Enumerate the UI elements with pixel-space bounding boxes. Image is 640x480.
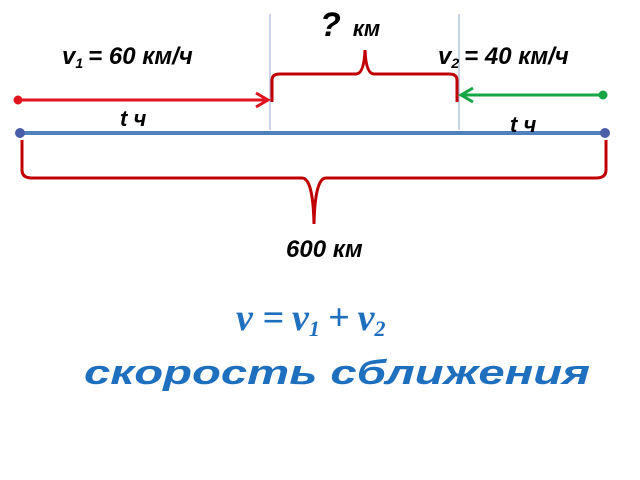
formula-term2: v xyxy=(358,297,376,339)
total-distance-label: 600 км xyxy=(286,236,363,263)
right-arrowhead xyxy=(458,86,474,104)
v1-subscript: 1 xyxy=(75,55,83,71)
unknown-gap-brace xyxy=(270,49,459,102)
v1-value: = 60 км/ч xyxy=(88,43,193,70)
time-label-left: t ч xyxy=(120,106,146,131)
formula-term1: v xyxy=(292,297,310,339)
route-start-point xyxy=(15,128,25,138)
formula-lhs: v = xyxy=(236,297,284,339)
unknown-distance-unit: км xyxy=(353,16,380,41)
total-distance-brace xyxy=(20,140,608,225)
v2-label: v2 = 40 км/ч xyxy=(438,43,569,71)
right-arrow-start-point xyxy=(598,90,608,100)
formula-term2-subscript: 2 xyxy=(373,316,385,341)
left-arrowhead xyxy=(255,91,271,109)
formula-plus: + xyxy=(328,297,350,339)
left-arrow-start-point xyxy=(13,95,23,105)
v2-subscript: 2 xyxy=(450,55,459,71)
question-mark: ? xyxy=(320,6,341,44)
v1-label: v1 = 60 км/ч xyxy=(62,43,193,71)
v1-symbol: v xyxy=(62,43,77,70)
closing-speed-formula: v =v1+v2 xyxy=(236,297,385,341)
unknown-distance-label: ? км xyxy=(320,6,380,44)
time-label-right: t ч xyxy=(510,112,536,137)
v2-value: = 40 км/ч xyxy=(464,43,569,70)
formula-term1-subscript: 1 xyxy=(309,316,320,341)
closing-speed-caption: скорость сближения xyxy=(84,354,590,392)
v2-symbol: v xyxy=(438,43,453,70)
route-end-point xyxy=(600,128,610,138)
